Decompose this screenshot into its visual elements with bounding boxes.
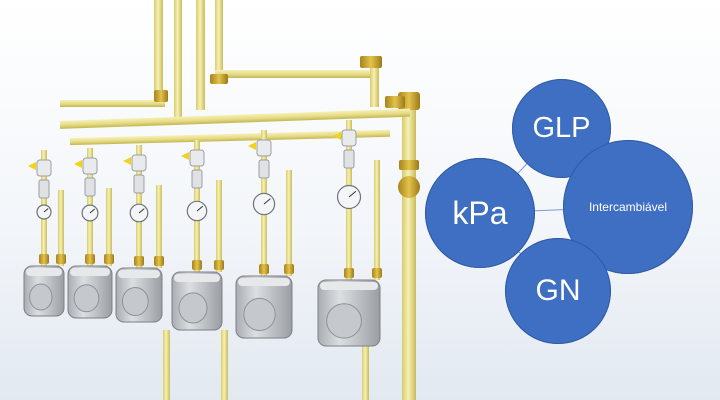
meter-assembly	[236, 130, 294, 338]
meter-assembly	[24, 150, 66, 316]
meter-assembly	[318, 120, 382, 346]
node-kpa-label: kPa	[452, 195, 507, 232]
node-gn: GN	[505, 238, 611, 344]
node-kpa-center: kPa	[425, 158, 535, 268]
node-gn-label: GN	[536, 274, 581, 308]
node-intercambiavel-label: Intercambiável	[589, 200, 667, 214]
meter-assembly	[172, 140, 224, 330]
meter-assemblies	[24, 120, 382, 346]
valve-handle-icon	[74, 160, 82, 168]
valve-handle-icon	[181, 152, 189, 160]
node-glp-label: GLP	[532, 112, 590, 145]
meter-assembly	[116, 145, 164, 322]
meter-assembly	[68, 148, 114, 318]
valve-handle-icon	[28, 162, 36, 170]
valve-handle-icon	[123, 157, 131, 165]
valve-handle-icon	[248, 142, 256, 150]
